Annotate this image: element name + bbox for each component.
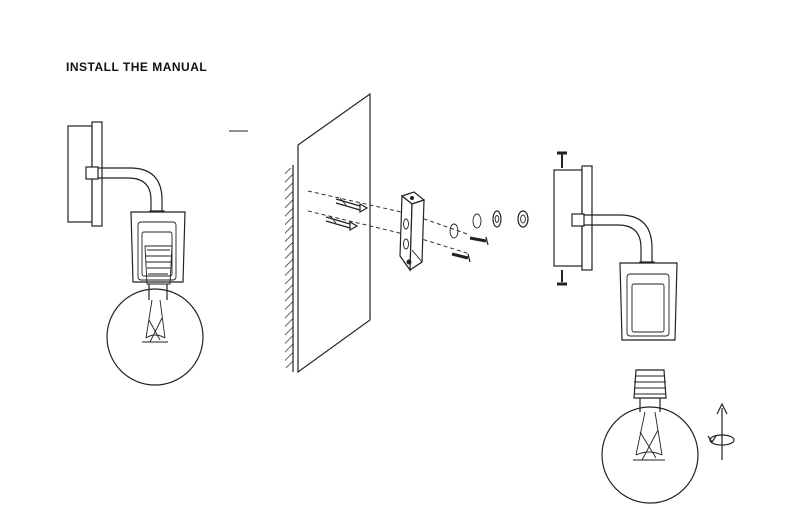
mounting-bracket-icon [399,191,426,272]
right-lamp-icon [553,151,678,341]
rotate-icon [707,402,735,460]
screw-icon [469,236,489,246]
page-title: INSTALL THE MANUAL [66,60,208,74]
wall-anchor-icon [335,197,369,214]
left-lamp-icon [67,121,204,386]
screw-icon [451,252,471,263]
wall-icon [229,92,371,374]
washer-icon [449,210,529,239]
wall-anchor-icon [325,215,359,232]
bulb-icon [601,369,699,504]
